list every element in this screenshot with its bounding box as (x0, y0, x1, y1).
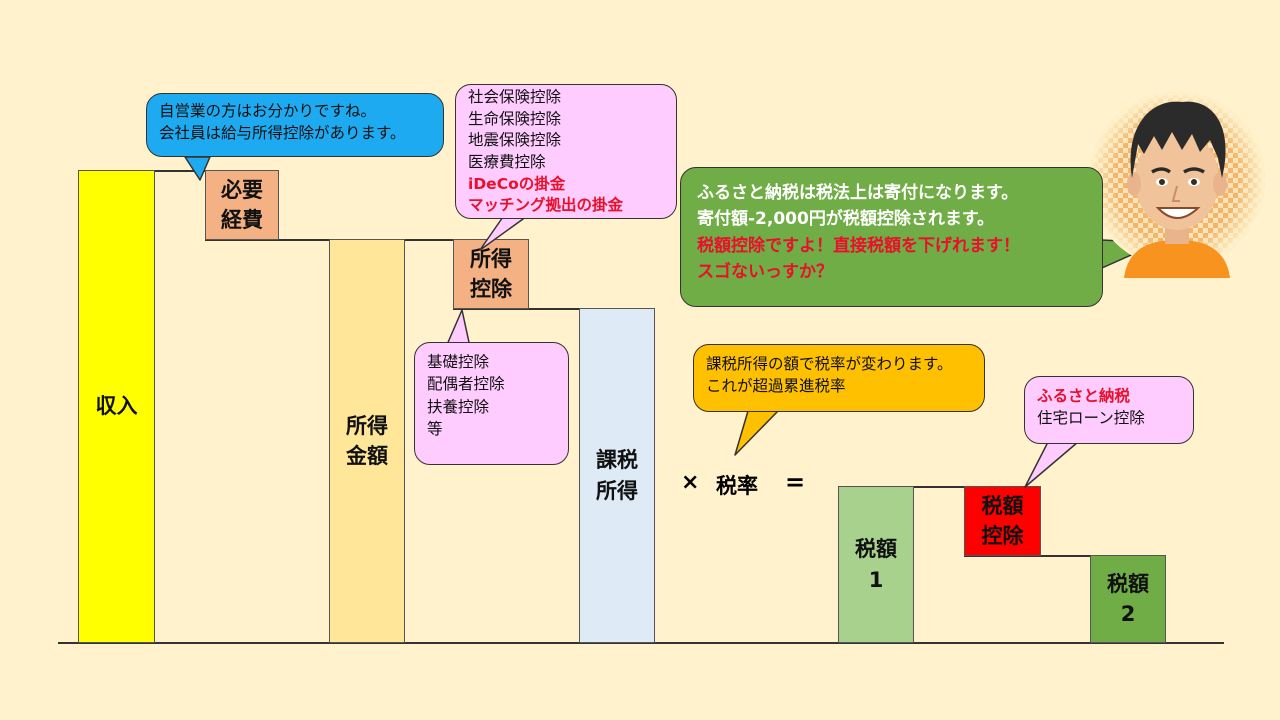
taxable-income-block: 課税 所得 (579, 308, 655, 643)
pink-credit-callout-tail (1024, 441, 1079, 488)
expenses-note-line: 自営業の方はお分かりですね。 (159, 102, 377, 120)
deduction-item: 等 (427, 420, 443, 439)
income-amount-block: 所得 金額 (329, 239, 405, 643)
speech-highlight-line: 税額控除ですよ！直接税額を下げれます！ (697, 235, 1020, 256)
tax2-block: 税額 2 (1090, 555, 1166, 643)
deduction-item: 扶養控除 (427, 397, 490, 416)
speech-line: 寄付額-2,000円が税額控除されます。 (697, 209, 995, 230)
pink-top-callout-tail (479, 213, 531, 251)
equals-symbol: = (785, 468, 806, 496)
credit-note-housing-loan: 住宅ローン控除 (1037, 409, 1145, 428)
rate-note-line: 課税所得の額で税率が変わります。 (706, 355, 953, 373)
deduction-item: 配偶者控除 (427, 375, 505, 394)
deduction-item-matching: マッチング拠出の掛金 (468, 196, 624, 215)
deduction-item: 医療費控除 (468, 153, 546, 172)
tax-credit-block: 税額 控除 (964, 486, 1041, 556)
times-symbol: × (681, 470, 700, 495)
income-block: 収入 (78, 170, 155, 643)
deduction-item: 社会保険控除 (468, 88, 562, 106)
step-line-income (154, 170, 206, 172)
expenses-note-line: 会社員は給与所得控除があります。 (159, 124, 406, 143)
deduction-item: 基礎控除 (427, 353, 490, 371)
expenses-note-callout: 自営業の方はお分かりですね。 会社員は給与所得控除があります。 (146, 93, 444, 157)
blue-callout-tail (184, 156, 211, 181)
deductions-top-callout: 社会保険控除 生命保険控除 地震保険控除 医療費控除 iDeCoの掛金 マッチン… (455, 84, 677, 219)
tax-rate-label: 税率 (716, 474, 758, 498)
deduction-item-ideco: iDeCoの掛金 (468, 174, 566, 193)
income-deduction-block: 所得 控除 (453, 239, 529, 309)
deductions-bottom-callout: 基礎控除 配偶者控除 扶養控除 等 (414, 342, 569, 465)
speech-line: ふるさと納税は税法上は寄付になります。 (697, 183, 1019, 203)
avatar (1088, 88, 1266, 278)
rate-note-line: これが超過累進税率 (706, 377, 846, 396)
deduction-item: 地震保険控除 (468, 131, 562, 150)
credit-note-callout: ふるさと納税 住宅ローン控除 (1024, 376, 1194, 444)
rate-note-callout: 課税所得の額で税率が変わります。 これが超過累進税率 (693, 344, 985, 412)
orange-callout-tail (734, 410, 779, 456)
expenses-block: 必要 経費 (205, 170, 279, 240)
step-line-tax1 (913, 486, 965, 488)
deduction-item: 生命保険控除 (468, 109, 562, 128)
speech-callout: ふるさと納税は税法上は寄付になります。 寄付額-2,000円が税額控除されます。… (680, 167, 1103, 307)
credit-note-furusato: ふるさと納税 (1037, 387, 1131, 405)
speech-highlight-line: スゴないっすか？ (697, 262, 833, 283)
baseline (58, 642, 1224, 644)
smiling-man-icon (1089, 92, 1265, 278)
tax1-block: 税額 1 (838, 486, 914, 643)
